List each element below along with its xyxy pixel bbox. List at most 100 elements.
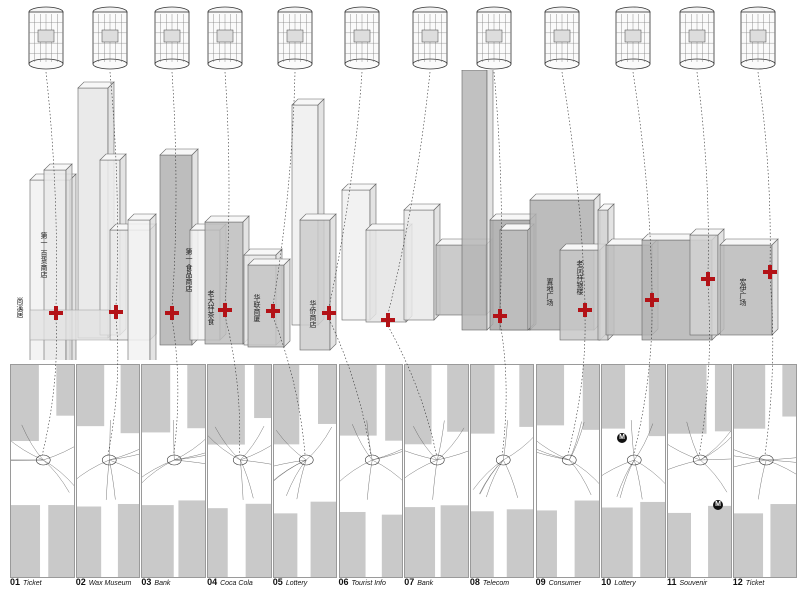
city-block — [142, 365, 171, 433]
panel-number: 02 — [75, 577, 86, 587]
street-line — [733, 449, 766, 461]
street-line — [371, 459, 403, 481]
street-line — [142, 459, 175, 478]
street-line — [634, 459, 665, 484]
map-svg — [405, 365, 468, 577]
panel-name: Coca Cola — [220, 580, 253, 587]
street-line — [108, 453, 140, 461]
building-label-b1: 百货商店 — [40, 250, 47, 278]
street-line — [668, 444, 701, 461]
city-block — [668, 512, 691, 577]
street-line — [733, 455, 766, 461]
panel-number: 08 — [469, 577, 480, 587]
street-line — [108, 459, 140, 475]
plaza-circle — [233, 454, 248, 466]
map-svg — [602, 365, 665, 577]
street-line — [11, 440, 44, 461]
street-line — [765, 459, 797, 475]
city-block — [708, 505, 731, 577]
street-line — [437, 451, 468, 461]
map-panel — [469, 364, 535, 578]
city-block — [770, 504, 797, 577]
map-svg — [208, 365, 271, 577]
street-line — [765, 459, 797, 463]
city-block — [447, 365, 468, 432]
panel-name: Telecom — [482, 580, 510, 587]
street-line — [285, 459, 307, 496]
city-block — [649, 365, 665, 437]
map-panel — [338, 364, 403, 578]
map-svg — [668, 365, 731, 577]
city-block — [48, 505, 74, 577]
street-line — [485, 459, 504, 498]
building — [461, 63, 494, 331]
building-label-b6: 华侨商店 — [309, 300, 316, 328]
panel-name: Ticket — [23, 580, 42, 587]
street-line — [43, 459, 74, 486]
city-block — [178, 500, 205, 577]
street-line — [568, 459, 600, 485]
street-line — [536, 452, 569, 461]
street-line — [620, 459, 635, 499]
panel-number: 04 — [207, 577, 218, 587]
panel-name: Lottery — [614, 580, 636, 587]
city-block — [339, 365, 377, 436]
panel-number: 12 — [732, 577, 743, 587]
kiosk-drawing — [92, 6, 128, 70]
city-block — [405, 365, 432, 445]
street-line — [668, 459, 701, 470]
city-block — [714, 365, 731, 432]
street-line — [437, 420, 445, 461]
kiosk-drawing — [277, 6, 313, 70]
street-line — [634, 459, 643, 500]
street-line — [43, 446, 74, 461]
map-svg — [142, 365, 205, 577]
metro-icon: M — [617, 433, 627, 443]
kiosk-drawings — [28, 6, 776, 70]
street-line — [405, 459, 438, 478]
map-svg — [470, 365, 534, 577]
street-line — [502, 459, 518, 498]
city-block — [733, 365, 765, 429]
panel-name: Bank — [154, 580, 171, 587]
city-block — [733, 513, 763, 577]
panel-name: Tourist Info — [351, 580, 386, 587]
street-line — [108, 420, 111, 461]
street-line — [339, 459, 372, 482]
skyline-elevation: 第一 百货商店 尚溪居 第一 食品商店 老大祥茶食 华联商厦 华侨商店 置地广场… — [0, 63, 800, 381]
street-line — [76, 459, 110, 479]
panel-number: 11 — [667, 577, 677, 587]
street-line — [240, 445, 271, 461]
building — [403, 203, 441, 321]
street-line — [240, 459, 271, 465]
street-line — [502, 420, 508, 461]
panel-name: Consumer — [548, 580, 581, 587]
map-panel — [75, 364, 141, 578]
street-line — [602, 459, 635, 476]
panel-number: 10 — [601, 577, 612, 587]
street-line — [142, 459, 175, 483]
kiosk-drawing — [154, 6, 190, 70]
street-line — [174, 455, 205, 461]
city-block — [506, 509, 534, 577]
kiosk-drawing — [679, 6, 715, 70]
map-svg — [536, 365, 600, 577]
city-block — [602, 365, 626, 429]
street-line — [568, 421, 582, 461]
panel-number: 09 — [535, 577, 546, 587]
street-line — [174, 452, 205, 461]
street-line — [757, 459, 767, 500]
map-svg — [273, 365, 337, 577]
map-svg — [339, 365, 403, 577]
street-line — [700, 437, 731, 461]
city-block — [640, 501, 665, 577]
city-block — [519, 365, 534, 427]
city-block — [602, 507, 634, 577]
street-line — [405, 450, 438, 461]
building — [719, 238, 779, 336]
